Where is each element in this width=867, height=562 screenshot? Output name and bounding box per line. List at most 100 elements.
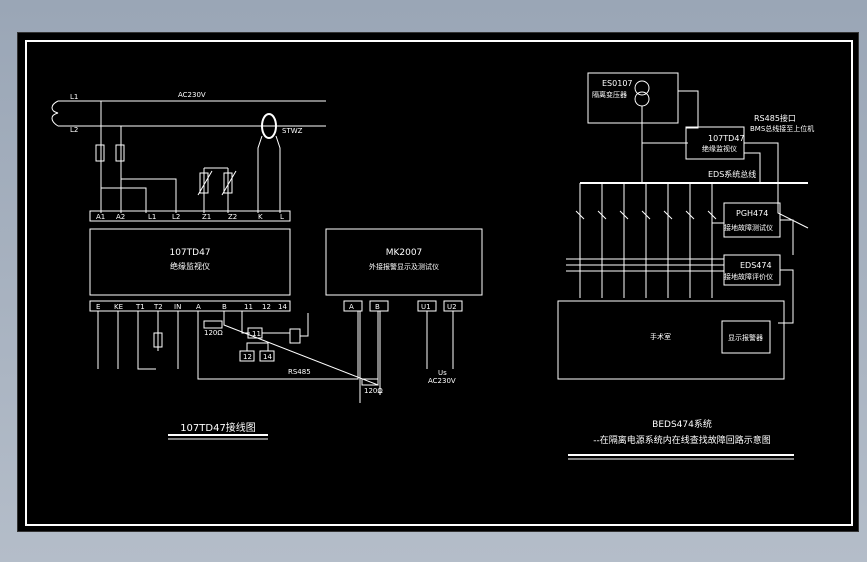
operating-room-label: 手术室: [650, 332, 671, 341]
resistor-b-label: 120Ω: [364, 387, 383, 395]
term-11: 11: [244, 303, 253, 311]
mk-term-b: [369, 300, 389, 312]
fuse-1: [95, 144, 105, 162]
ct-wires: [257, 135, 281, 213]
bottom-terminal-strip: [89, 300, 291, 312]
device-main-model: 107TD47: [169, 248, 210, 258]
td-model: 107TD47: [708, 134, 745, 143]
term-l: L: [280, 213, 284, 221]
term-14: 14: [278, 303, 287, 311]
term-l1: L1: [148, 213, 156, 221]
mk-term-a-label: A: [349, 303, 354, 311]
fuse-2: [115, 144, 125, 162]
transformer-circle-2: [634, 91, 650, 107]
device-aux-model: MK2007: [386, 248, 423, 258]
drawing-canvas: L1 L2 AC230V STWZ A1 A2 L1 L2 Z1 Z2 K L …: [25, 40, 853, 526]
term-e: E: [96, 303, 100, 311]
relay-14: [259, 350, 275, 362]
left-diagram-title: 107TD47接线图: [180, 421, 256, 434]
label-voltage: AC230V: [178, 91, 206, 99]
wire-mk: [359, 311, 381, 403]
pwr-term-u2-label: U2: [447, 303, 457, 311]
device-107td47: [89, 228, 291, 296]
display-alarm-label: 显示报警器: [728, 333, 763, 342]
box-display-alarm: [721, 320, 771, 354]
top-terminal-strip: [89, 210, 291, 222]
transformer-circle-1: [634, 80, 650, 96]
label-ct: STWZ: [282, 127, 303, 135]
pgh-model: PGH474: [736, 209, 768, 218]
transformer-coil: [51, 100, 59, 127]
relay-14-label: 14: [263, 353, 272, 361]
right-diagram-title: BEDS474系统: [652, 418, 712, 430]
right-diagram: [557, 72, 809, 460]
pgh-name: 接地故障测试仪: [724, 223, 773, 232]
box-operating-room: [557, 300, 785, 380]
term-k: K: [258, 213, 263, 221]
wire-rs485-a: [197, 311, 359, 380]
device-mk2007: [325, 228, 483, 296]
varistor-slash: [197, 170, 237, 196]
resistor-120-b: [361, 378, 379, 386]
us-label: Us: [438, 369, 447, 377]
term-in: IN: [174, 303, 181, 311]
label-l2: L2: [70, 126, 78, 134]
bms-label: BMS总线接至上位机: [750, 124, 814, 133]
eds-model: EDS474: [740, 261, 772, 270]
es-to-td: [678, 90, 699, 159]
relay-wires: [246, 313, 309, 351]
right-diagram-subtitle: --在隔离电源系统内在线查找故障回路示意图: [593, 434, 771, 446]
rs485-label: RS485: [288, 368, 311, 376]
wire-l1-term: [101, 187, 147, 213]
box-107td47: [685, 126, 745, 160]
es-model: ES0107: [602, 79, 633, 88]
sensor-lines: [566, 258, 724, 272]
relay-12-label: 12: [243, 353, 252, 361]
rs485-port-label: RS485接口: [754, 113, 796, 123]
term-a2: A2: [116, 213, 125, 221]
term-t2: T2: [153, 303, 163, 311]
relay-coil: [289, 328, 301, 344]
term-z1: Z1: [202, 213, 211, 221]
wire-t1: [137, 311, 156, 370]
term-a: A: [196, 303, 201, 311]
varistor-2: [223, 172, 233, 194]
wire-z: [203, 167, 229, 213]
wire-11: [241, 311, 250, 334]
eds-bus-label: EDS系统总线: [708, 169, 756, 179]
td-name: 绝缘监视仪: [702, 144, 737, 153]
wire-us: [426, 311, 454, 369]
term-a1: A1: [96, 213, 105, 221]
pwr-term-u1-label: U1: [421, 303, 431, 311]
label-l1: L1: [70, 93, 78, 101]
td-eds-bus: [744, 152, 761, 183]
pgh-eds-links: [712, 219, 794, 324]
device-main-name: 绝缘监视仪: [170, 261, 210, 271]
term-b: B: [222, 303, 227, 311]
term-z2: Z2: [228, 213, 237, 221]
term-l2: L2: [172, 213, 180, 221]
es-out: [641, 106, 688, 144]
left-diagram: [51, 100, 483, 440]
feeders: [575, 183, 717, 298]
term-t1: T1: [135, 303, 145, 311]
term-12: 12: [262, 303, 271, 311]
test-button: [153, 332, 163, 348]
resistor-120-a: [203, 320, 223, 329]
relay-11-label: 11: [252, 330, 261, 338]
resistor-a-label: 120Ω: [204, 329, 223, 337]
eds-name: 接地故障评价仪: [724, 272, 773, 281]
term-ke: KE: [114, 303, 123, 311]
mk-term-a: [343, 300, 363, 312]
ct-ring: [261, 113, 277, 139]
cad-drawing-viewport[interactable]: L1 L2 AC230V STWZ A1 A2 L1 L2 Z1 Z2 K L …: [17, 32, 859, 532]
es-name: 隔离变压器: [592, 90, 627, 99]
wire-rs485-b: [223, 311, 379, 386]
device-aux-name: 外接报警显示及测试仪: [369, 262, 439, 271]
wire-l2-term: [121, 178, 177, 213]
mk-term-b-label: B: [375, 303, 380, 311]
drawing-frame: [25, 40, 853, 526]
box-es0107: [587, 72, 679, 124]
varistor-1: [199, 172, 209, 194]
us-value: AC230V: [428, 377, 456, 385]
